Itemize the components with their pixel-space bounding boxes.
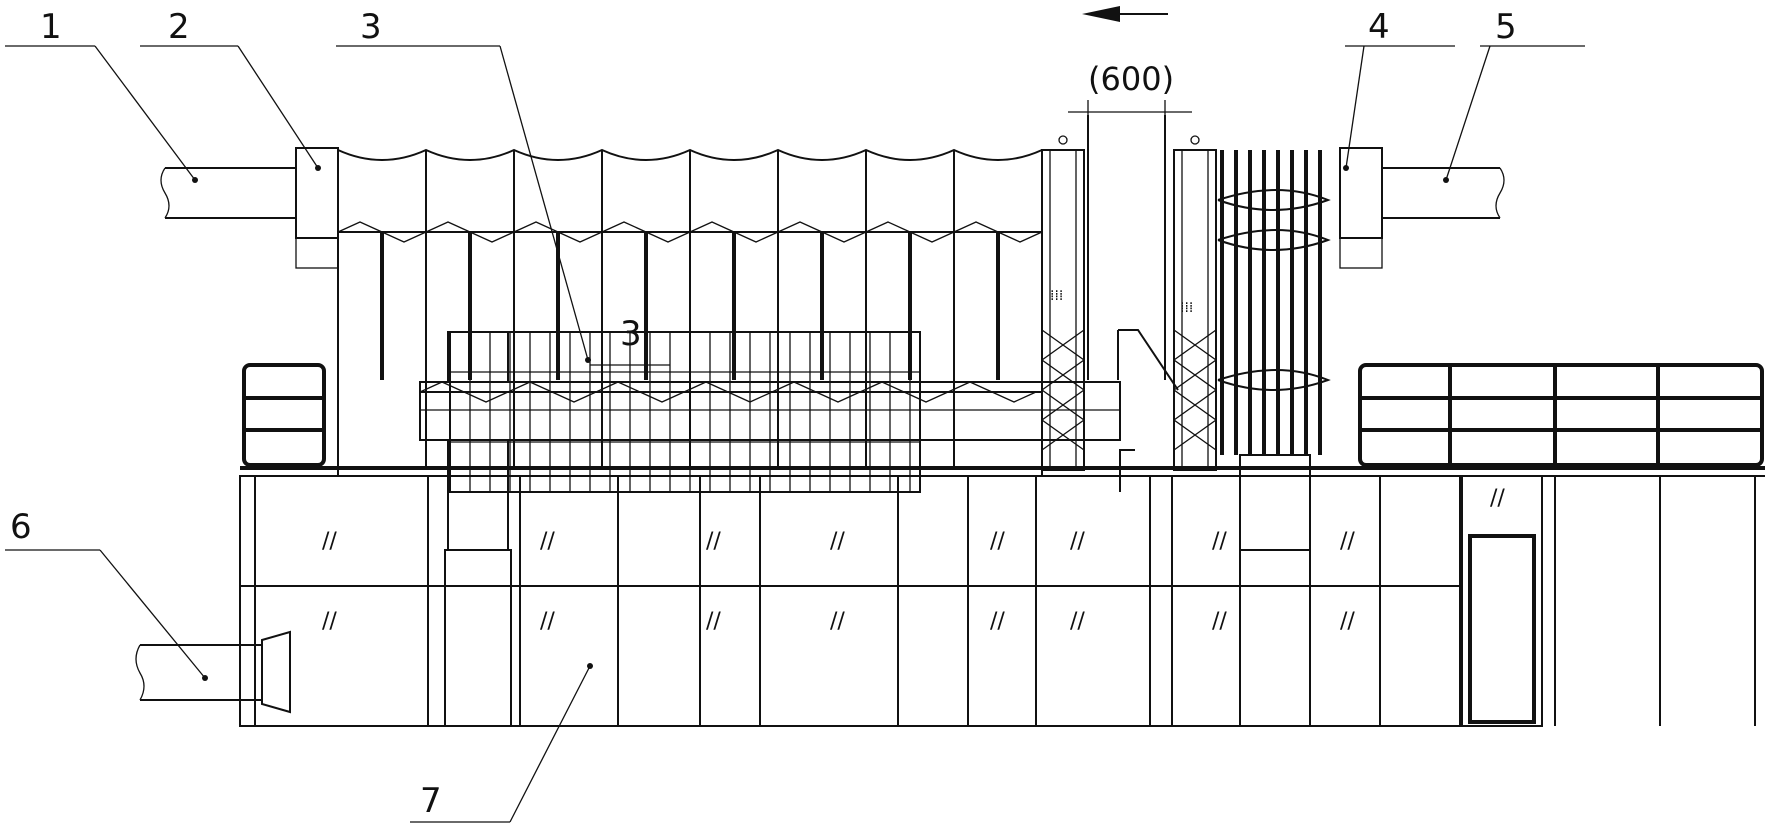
svg-text://: // (1212, 529, 1227, 554)
svg-text://: // (1340, 529, 1355, 554)
svg-text://: // (990, 529, 1005, 554)
svg-text://: // (990, 609, 1005, 634)
left-handrail (242, 363, 326, 467)
dimension-text: (600) (1088, 60, 1174, 98)
lower-enclosure-7: // // // // // // // // // // // // // /… (239, 475, 1461, 727)
lower-duct-6 (135, 630, 291, 714)
leader-label-7: 7 (410, 663, 593, 823)
svg-text://: // (830, 529, 845, 554)
dimension-600: (600) (1068, 60, 1192, 150)
leader-label-6: 6 (5, 507, 208, 681)
cylinder-support-right (1239, 549, 1311, 727)
left-arrow-icon (1082, 6, 1120, 22)
central-tower-left: ⁞⁞⁞ (1040, 135, 1086, 471)
central-gap-600 (1087, 115, 1166, 380)
svg-text:⁞⁞⁞: ⁞⁞⁞ (1050, 288, 1063, 304)
inlet-duct-1 (160, 167, 296, 219)
label-5-text: 5 (1495, 7, 1517, 47)
svg-text://: // (540, 609, 555, 634)
svg-text://: // (1212, 609, 1227, 634)
leader-label-3: 3 (336, 7, 591, 363)
label-4-text: 4 (1368, 7, 1390, 47)
platform-deck (240, 466, 1765, 477)
svg-text://: // (706, 609, 721, 634)
right-door-frame: // (1461, 475, 1543, 727)
grid-panel-3: 3 (449, 314, 921, 493)
svg-text:⁞⁞⁞: ⁞⁞⁞ (1180, 300, 1193, 316)
label-2-text: 2 (168, 7, 190, 47)
svg-text://: // (1070, 529, 1085, 554)
svg-text://: // (706, 529, 721, 554)
right-handrail (1358, 363, 1764, 467)
svg-text://: // (1070, 609, 1085, 634)
leader-label-1: 1 (5, 7, 198, 183)
right-platform-legs (1554, 476, 1756, 726)
label-1-text: 1 (40, 7, 62, 47)
leader-label-4: 4 (1343, 7, 1455, 171)
cylinder-support-left (444, 439, 512, 727)
svg-text://: // (1490, 486, 1505, 511)
svg-text://: // (540, 529, 555, 554)
lifting-arm (1117, 329, 1179, 492)
svg-text://: // (830, 609, 845, 634)
outlet-flange-4 (1339, 147, 1383, 269)
svg-text://: // (322, 609, 337, 634)
leader-label-5: 5 (1443, 7, 1585, 183)
lower-truss (419, 381, 1042, 403)
direction-arrow (1082, 6, 1168, 22)
outlet-duct-5 (1382, 167, 1505, 219)
svg-text://: // (322, 529, 337, 554)
label-3-text: 3 (360, 7, 382, 47)
label-6-text: 6 (10, 507, 32, 547)
svg-text://: // (1340, 609, 1355, 634)
plate-bundle (1217, 150, 1331, 551)
label-3-inner-text: 3 (620, 314, 642, 354)
label-7-text: 7 (420, 781, 442, 821)
chamber-posts (425, 150, 955, 470)
upper-truss (337, 221, 1043, 243)
leader-label-2: 2 (140, 7, 321, 171)
central-tower-right: ⁞⁞⁞ (1172, 135, 1218, 471)
conveyor-beam (419, 331, 1121, 441)
